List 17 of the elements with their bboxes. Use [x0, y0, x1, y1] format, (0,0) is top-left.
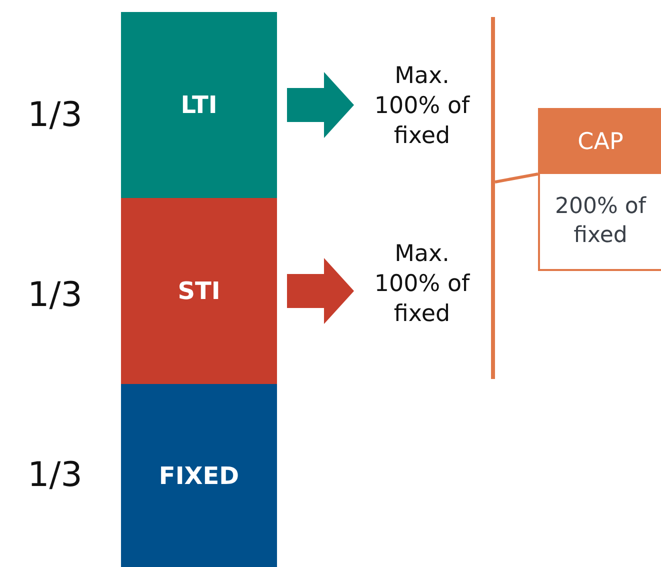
cap-header: CAP [540, 110, 661, 174]
segment-label: FIXED [158, 462, 240, 490]
fraction-label: 1/3 [26, 95, 84, 135]
limit-text: Max. 100% of fixed [373, 240, 471, 329]
connector-line [494, 172, 538, 184]
limit-text: Max. 100% of fixed [373, 62, 471, 151]
segment-label: LTI [180, 91, 218, 119]
fraction-label: 1/3 [26, 275, 84, 315]
block-arrow [287, 72, 354, 138]
cap-value: 200% of fixed [554, 192, 648, 250]
segment-label: STI [178, 277, 220, 305]
bar-segment [121, 198, 277, 384]
bar-segment [121, 12, 277, 198]
fraction-label: 1/3 [26, 455, 84, 495]
bar-segment [121, 384, 277, 567]
cap-box [538, 108, 661, 271]
block-arrow [287, 258, 354, 324]
